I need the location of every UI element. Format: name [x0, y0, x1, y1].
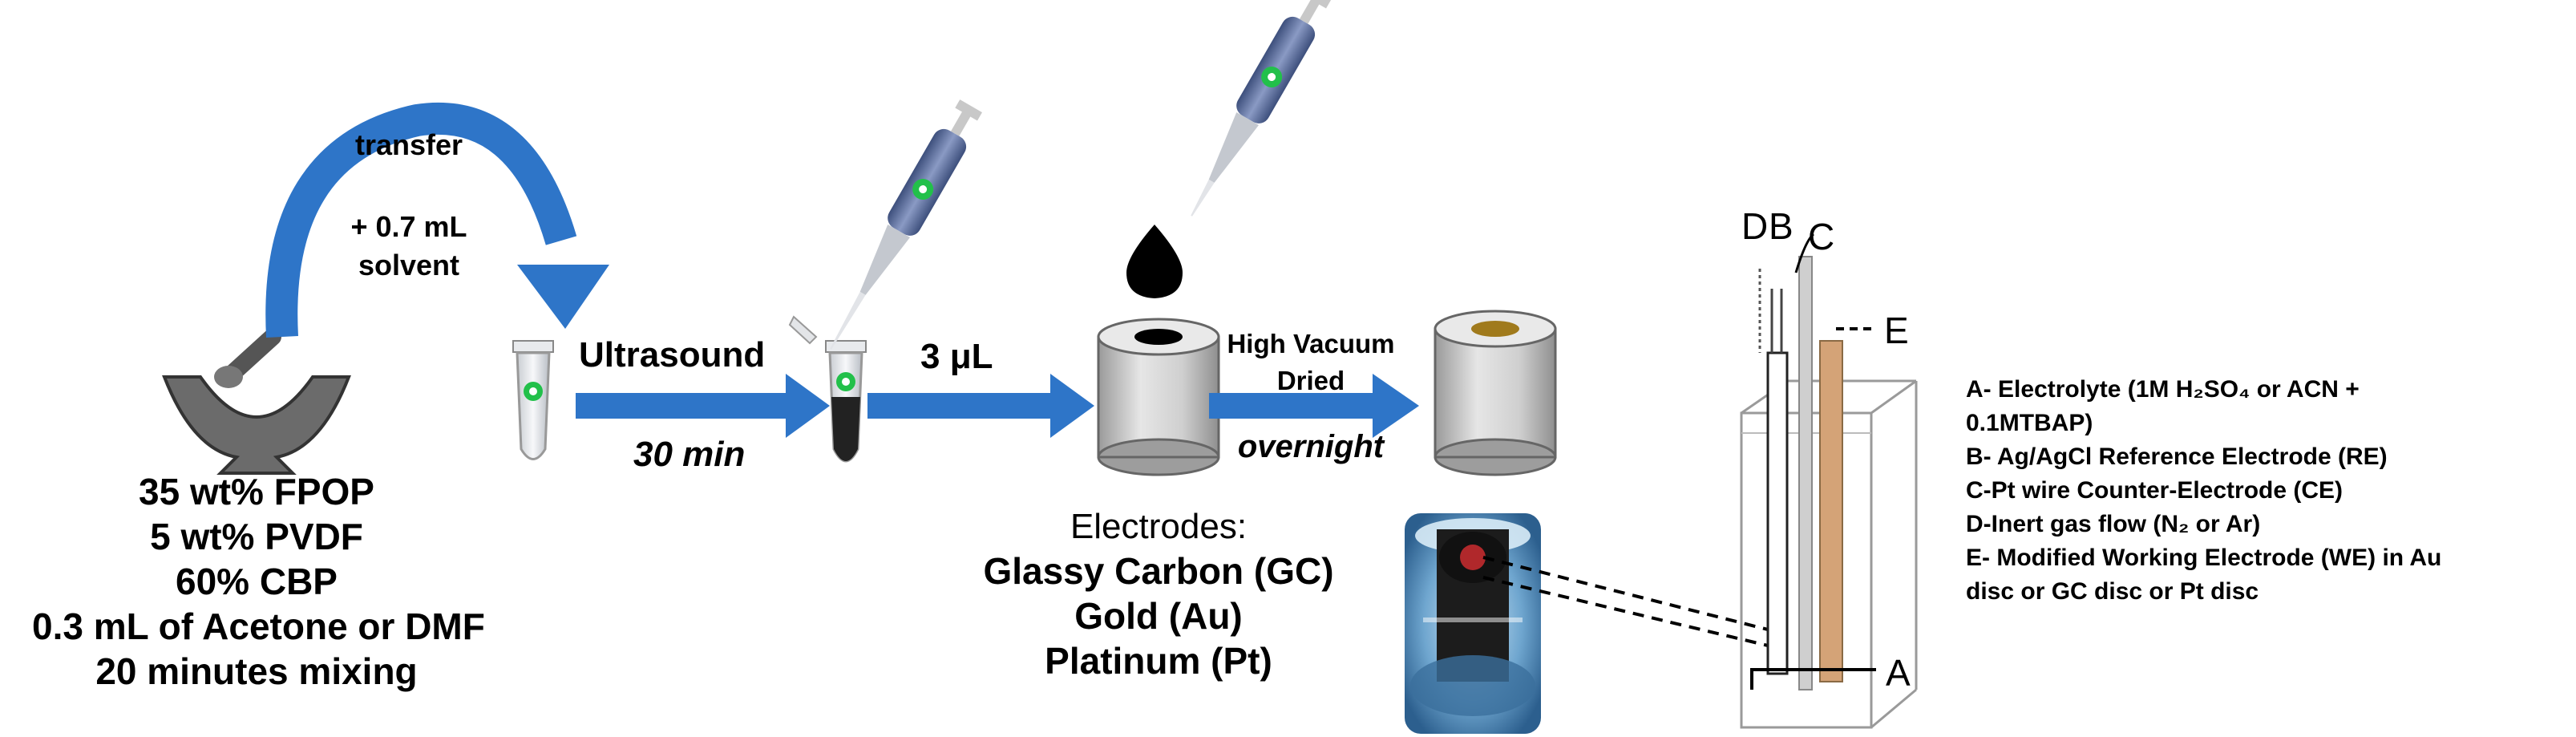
component-legend: A- Electrolyte (1M H₂SO₄ or ACN + 0.1MTB… — [1966, 373, 2575, 609]
electrode-cylinder-1 — [1097, 318, 1220, 476]
cell-letter-c: C — [1808, 216, 1835, 257]
pipette-1-icon — [830, 99, 982, 350]
legend-line: disc or GC disc or Pt disc — [1966, 578, 2259, 605]
cell-letter-e: E — [1884, 310, 1909, 351]
vacuum-label-line1: High Vacuum — [1227, 329, 1395, 358]
electrode-item: Platinum (Pt) — [1045, 640, 1272, 682]
electrodes-heading: Electrodes: — [1070, 507, 1248, 546]
tube-2-icon — [788, 315, 867, 463]
electrode-cylinder-2 — [1434, 310, 1557, 476]
cell-letter-b: B — [1769, 205, 1793, 247]
legend-line: A- Electrolyte (1M H₂SO₄ or ACN + — [1966, 376, 2360, 403]
volume-arrow — [867, 374, 1094, 438]
projection-lines — [1482, 556, 1769, 647]
electrode-item: Glassy Carbon (GC) — [983, 550, 1334, 592]
recipe-line: 20 minutes mixing — [95, 650, 418, 692]
recipe-line: 35 wt% FPOP — [139, 471, 374, 512]
legend-line: B- Ag/AgCl Reference Electrode (RE) — [1966, 443, 2388, 470]
transfer-arrow — [265, 102, 609, 338]
tube-1-icon — [512, 340, 554, 460]
vacuum-label-line2: Dried — [1276, 366, 1345, 395]
electrode-photo — [1405, 513, 1541, 734]
ultrasound-label: Ultrasound — [579, 335, 766, 375]
vacuum-arrow — [1209, 374, 1419, 438]
recipe-line: 60% CBP — [176, 561, 338, 602]
cell-letter-d: D — [1741, 205, 1769, 247]
ultrasound-arrow — [576, 374, 830, 438]
electrode-item: Gold (Au) — [1074, 595, 1243, 637]
legend-line: 0.1MTBAP) — [1966, 410, 2093, 436]
solvent-label-line1: + 0.7 mL — [350, 210, 467, 243]
electrodes-list: Electrodes: Glassy Carbon (GC) Gold (Au)… — [966, 505, 1351, 683]
pipette-2-icon — [1191, 0, 1331, 217]
recipe-line: 5 wt% PVDF — [150, 516, 363, 557]
mortar-pestle-icon — [162, 328, 351, 475]
recipe-list: 35 wt% FPOP 5 wt% PVDF 60% CBP 0.3 mL of… — [32, 469, 485, 694]
legend-line: E- Modified Working Electrode (WE) in Au — [1966, 545, 2442, 571]
legend-line: C-Pt wire Counter-Electrode (CE) — [1966, 477, 2343, 504]
time-label: 30 min — [633, 435, 746, 474]
cell-letter-a: A — [1886, 652, 1911, 694]
transfer-label: transfer — [354, 128, 463, 161]
electrochemical-cell — [1740, 233, 1918, 729]
solvent-label-line2: solvent — [358, 249, 460, 281]
legend-line: D-Inert gas flow (N₂ or Ar) — [1966, 511, 2261, 537]
overnight-label: overnight — [1237, 429, 1385, 464]
volume-label: 3 μL — [920, 337, 993, 376]
ink-drop-icon — [1126, 225, 1183, 298]
recipe-line: 0.3 mL of Acetone or DMF — [32, 605, 485, 647]
